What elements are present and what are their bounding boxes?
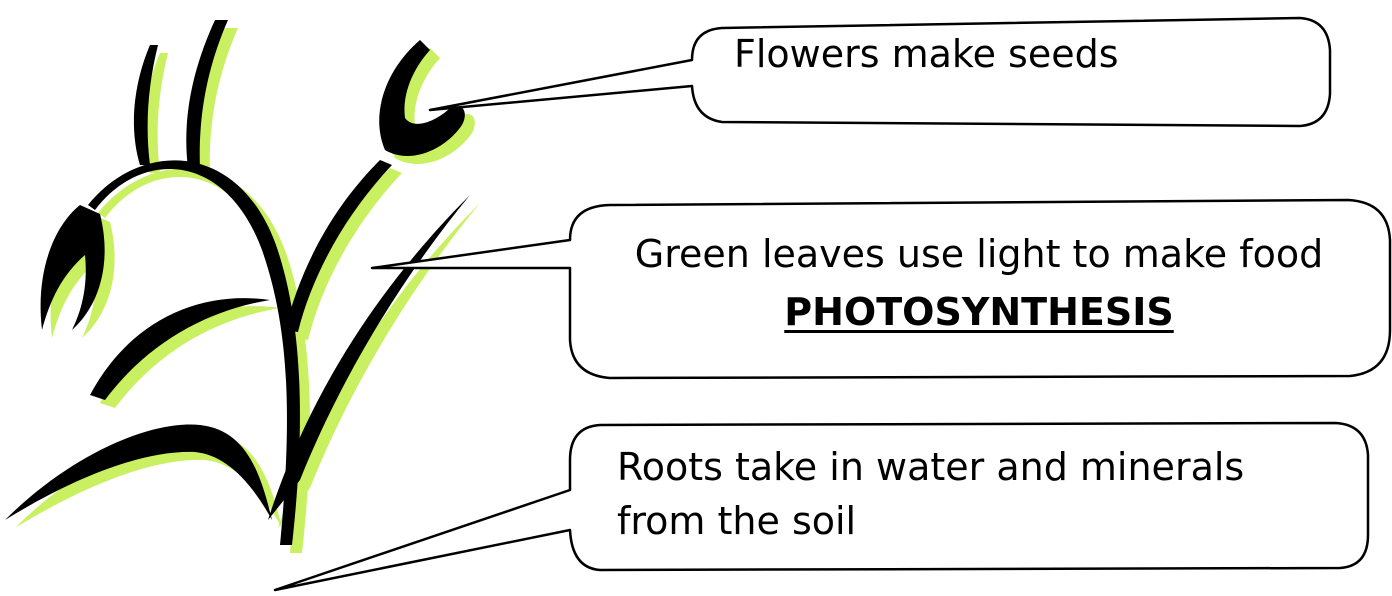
callout-roots-line1: Roots take in water and minerals [617, 440, 1337, 494]
photosynthesis-label: PHOTOSYNTHESIS [784, 283, 1173, 341]
callout-roots-text: Roots take in water and minerals from th… [617, 440, 1337, 548]
plant-clipart-icon [5, 20, 480, 553]
callout-leaves-text: Green leaves use light to make food PHOT… [570, 225, 1388, 341]
callout-roots-line2: from the soil [617, 494, 1337, 548]
callout-leaves-line1: Green leaves use light to make food [570, 225, 1388, 283]
callout-flowers-text: Flowers make seeds [734, 30, 1119, 78]
